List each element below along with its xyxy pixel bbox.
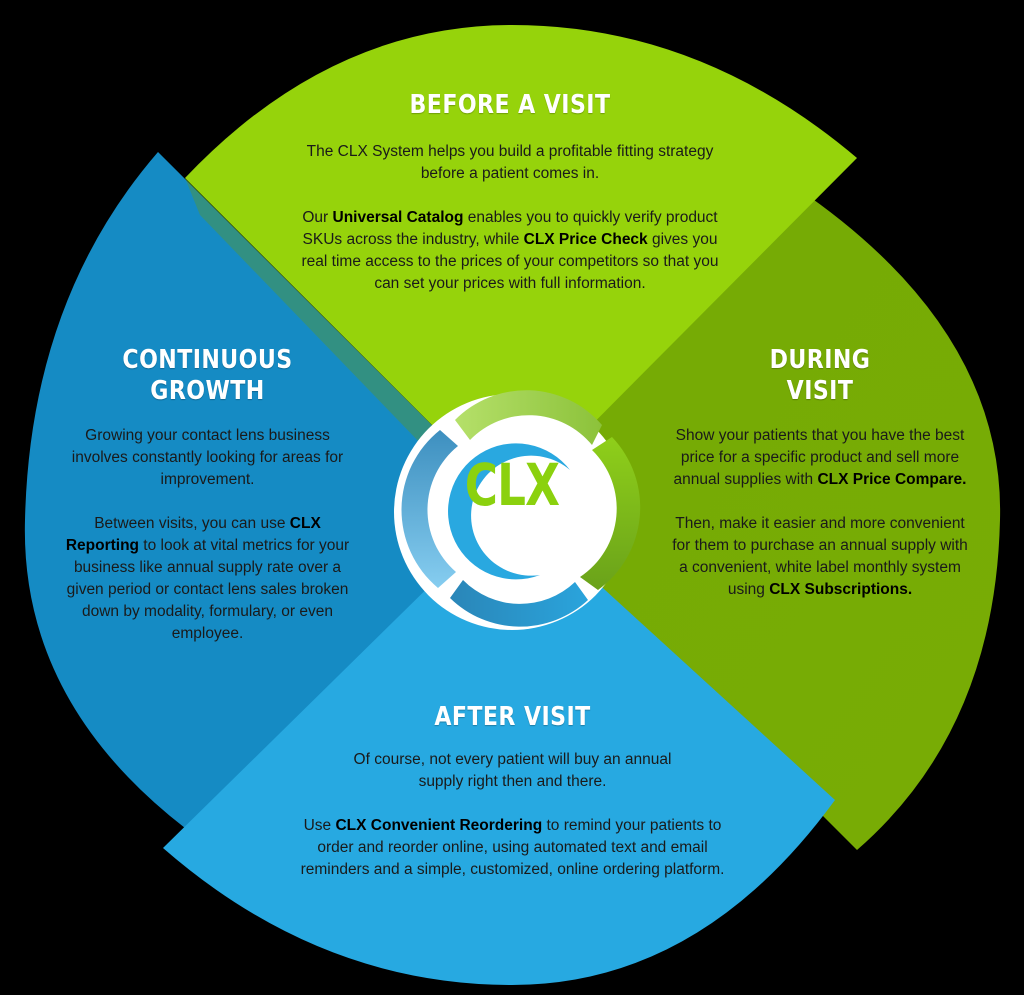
- clx-logo-text: CLX: [464, 451, 560, 519]
- section-title: BEFORE A VISIT: [409, 90, 611, 120]
- section-during-visit: DURING VISIT Show your patients that you…: [670, 345, 970, 601]
- product-name: CLX Convenient Reordering: [335, 817, 543, 834]
- section-paragraph: The CLX System helps you build a profita…: [306, 143, 714, 182]
- section-continuous-growth: CONTINUOUS GROWTH Growing your contact l…: [60, 345, 355, 645]
- section-title: AFTER VISIT: [434, 702, 591, 732]
- section-paragraph: Show your patients that you have the bes…: [673, 427, 967, 488]
- section-paragraph: Then, make it easier and more convenient…: [672, 515, 968, 598]
- section-paragraph: Our Universal Catalog enables you to qui…: [301, 209, 719, 292]
- quadrant-after-visit: [163, 505, 835, 985]
- section-paragraph: Growing your contact lens business invol…: [71, 427, 344, 488]
- section-paragraph: Of course, not every patient will buy an…: [353, 751, 672, 790]
- product-name: Universal Catalog: [332, 209, 464, 226]
- product-name: CLX Price Check: [523, 231, 648, 248]
- section-paragraph: Use CLX Convenient Reordering to remind …: [300, 817, 725, 878]
- section-title: DURING VISIT: [769, 345, 871, 406]
- section-title: CONTINUOUS GROWTH: [122, 345, 293, 406]
- product-name: CLX Price Compare.: [817, 471, 967, 488]
- section-paragraph: Between visits, you can use CLX Reportin…: [65, 515, 350, 642]
- section-after-visit: AFTER VISIT Of course, not every patient…: [285, 702, 740, 881]
- quadrant-during-visit: [512, 188, 1001, 850]
- product-name: CLX Subscriptions.: [769, 581, 913, 598]
- quadrant-continuous-growth: [24, 152, 512, 828]
- product-name: CLX Reporting: [65, 515, 321, 554]
- quadrant-before-visit: [185, 25, 857, 505]
- section-before-visit: BEFORE A VISIT The CLX System helps you …: [290, 90, 730, 295]
